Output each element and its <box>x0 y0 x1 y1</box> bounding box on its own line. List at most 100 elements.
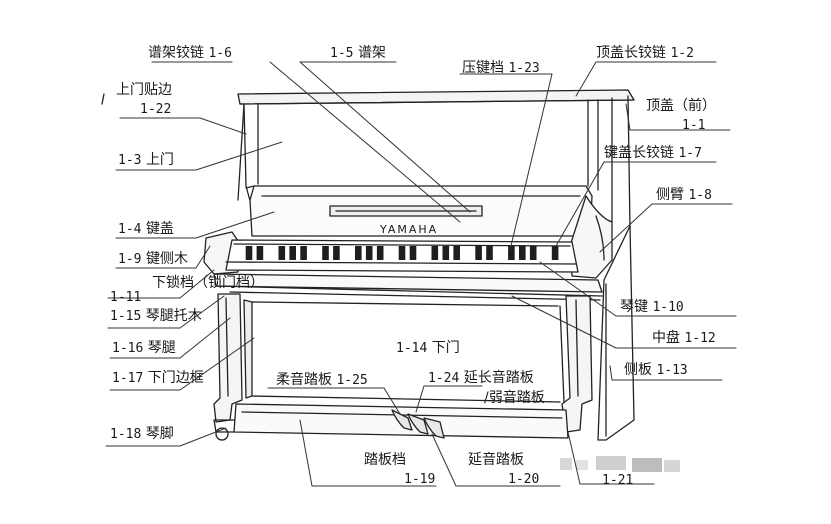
label-1-18: 1-18 琴脚 <box>110 426 174 443</box>
label-1-4-name: 键盖 <box>145 221 174 237</box>
black-key <box>278 246 286 260</box>
label-1-14-code: 1-14 <box>396 341 428 356</box>
label-1-24-extra: /弱音踏板 <box>484 390 545 406</box>
label-1-20-name: 延音踏板 <box>468 452 524 468</box>
label-1-16: 1-16 琴腿 <box>112 340 176 357</box>
black-key <box>409 246 417 260</box>
label-1-19: 踏板档 1-19 <box>364 452 435 488</box>
label-1-2-name: 顶盖长铰链 <box>596 45 666 61</box>
label-1-19-code: 1-19 <box>404 472 436 487</box>
label-1-8-name: 侧臂 <box>656 187 684 203</box>
label-1-8: 侧臂 1-8 <box>656 187 712 204</box>
label-1-17-name: 下门边框 <box>147 370 204 386</box>
label-1-4-code: 1-4 <box>118 222 142 237</box>
black-key <box>442 246 450 260</box>
black-key <box>398 246 406 260</box>
black-key <box>529 246 537 260</box>
label-1-21: 1-21 <box>602 472 633 489</box>
black-key <box>245 246 253 260</box>
label-1-21-code: 1-21 <box>602 473 634 488</box>
label-1-15-code: 1-15 <box>110 309 142 324</box>
label-1-3-code: 1-3 <box>118 153 142 168</box>
label-1-13-name: 侧板 <box>624 362 652 378</box>
label-1-4: 1-4 键盖 <box>118 221 174 238</box>
black-key <box>322 246 329 260</box>
label-1-6-code: 1-6 <box>208 46 232 61</box>
side-arm-right <box>569 195 613 279</box>
label-1-17: 1-17 下门边框 <box>112 370 204 387</box>
label-1-5-name: 谱架 <box>357 45 386 61</box>
label-1-24: 1-24 延长音踏板 /弱音踏板 <box>428 370 545 406</box>
black-key <box>475 246 482 260</box>
black-key <box>376 246 384 260</box>
edge-mark <box>101 93 105 105</box>
label-1-9-code: 1-9 <box>118 252 142 267</box>
label-1-3: 1-3 上门 <box>118 152 174 169</box>
label-1-17-code: 1-17 <box>112 371 144 386</box>
label-1-5-code: 1-5 <box>330 46 354 61</box>
label-1-13-code: 1-13 <box>656 363 688 378</box>
label-1-6-name: 谱架铰链 <box>148 45 204 61</box>
label-1-16-code: 1-16 <box>112 341 144 356</box>
label-1-3-name: 上门 <box>145 152 174 168</box>
label-1-20: 延音踏板 1-20 <box>468 452 539 488</box>
label-1-11: 下锁档（锁门档） 1-11 <box>110 275 264 306</box>
label-1-7: 键盖长铰链 1-7 <box>604 145 702 162</box>
leader-lines <box>105 61 737 487</box>
label-1-9-name: 键侧木 <box>145 251 188 267</box>
label-1-7-code: 1-7 <box>678 146 702 161</box>
label-1-12-code: 1-12 <box>684 331 716 346</box>
brand-logo-text: YAMAHA <box>380 223 439 236</box>
label-1-10: 琴键 1-10 <box>620 299 684 316</box>
black-key <box>300 246 307 260</box>
label-1-25: 柔音踏板 1-25 <box>276 372 368 389</box>
label-1-13: 侧板 1-13 <box>624 362 688 379</box>
black-key <box>486 246 493 260</box>
label-1-10-code: 1-10 <box>652 300 684 315</box>
label-1-12: 中盘 1-12 <box>652 330 716 347</box>
black-key <box>453 246 460 260</box>
label-1-22: 上门贴边 1-22 <box>116 82 172 118</box>
black-key <box>508 246 515 260</box>
piano-leg-left <box>213 293 243 441</box>
label-1-11-code: 1-11 <box>110 290 142 305</box>
label-1-5: 1-5 谱架 <box>330 45 386 62</box>
label-1-25-name: 柔音踏板 <box>276 372 332 388</box>
label-1-15-name: 琴腿托木 <box>145 308 202 324</box>
label-1-16-name: 琴腿 <box>147 340 176 356</box>
label-1-9: 1-9 键侧木 <box>118 251 188 268</box>
black-key <box>289 246 296 260</box>
label-1-20-code: 1-20 <box>508 472 540 487</box>
black-key <box>551 246 559 260</box>
black-key <box>355 246 362 260</box>
watermark-blur <box>560 456 680 472</box>
piano-leg-right <box>561 295 593 433</box>
label-1-1-code: 1-1 <box>682 118 706 133</box>
label-1-22-name: 上门贴边 <box>116 82 172 98</box>
label-1-8-code: 1-8 <box>688 188 712 203</box>
black-key <box>333 246 340 260</box>
label-1-24-name: 延长音踏板 <box>463 370 534 386</box>
label-1-10-name: 琴键 <box>620 299 648 315</box>
black-key <box>431 246 439 260</box>
black-key <box>256 246 264 260</box>
label-1-24-code: 1-24 <box>428 371 460 386</box>
lower-door <box>243 299 565 403</box>
label-1-7-name: 键盖长铰链 <box>604 145 674 161</box>
label-1-12-name: 中盘 <box>652 330 680 346</box>
label-1-18-code: 1-18 <box>110 427 142 442</box>
label-1-14-name: 下门 <box>431 340 460 356</box>
label-1-23: 压键档 1-23 <box>462 60 540 77</box>
fallboard <box>245 185 593 237</box>
label-1-15: 1-15 琴腿托木 <box>110 308 202 325</box>
label-1-19-name: 踏板档 <box>364 452 406 468</box>
top-lid <box>237 89 635 105</box>
keyboard <box>225 239 579 273</box>
label-1-2-code: 1-2 <box>670 46 694 61</box>
black-key <box>365 246 373 260</box>
label-1-22-code: 1-22 <box>140 102 172 117</box>
label-1-14: 1-14 下门 <box>396 340 460 357</box>
label-1-18-name: 琴脚 <box>145 426 174 442</box>
